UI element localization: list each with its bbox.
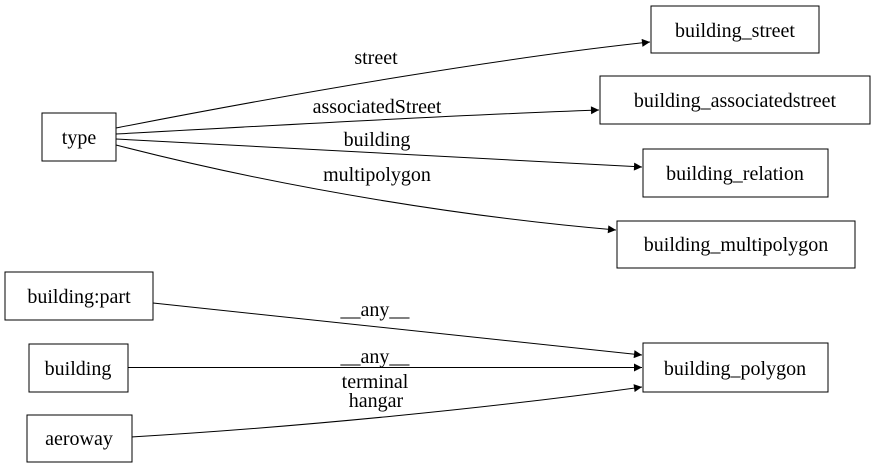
edge-label-associatedstreet: associatedStreet: [313, 96, 442, 118]
node-building-associatedstreet: building_associatedstreet: [599, 75, 871, 125]
node-building-relation: building_relation: [642, 148, 829, 198]
node-building-street-box: [650, 5, 820, 54]
node-aeroway-box: [26, 414, 133, 463]
node-building-associatedstreet-label: building_associatedstreet: [634, 90, 837, 112]
edge-type-to-building-relation: [115, 138, 643, 171]
node-type: type: [41, 112, 117, 162]
node-building-multipolygon-box: [616, 220, 856, 269]
node-building-box: [28, 343, 129, 393]
node-building: building: [28, 343, 129, 393]
node-building-relation-label: building_relation: [666, 163, 804, 185]
edge-label-multipolygon: multipolygon: [323, 164, 431, 186]
node-building-multipolygon-label: building_multipolygon: [644, 234, 828, 256]
node-building-polygon-label: building_polygon: [664, 358, 806, 380]
node-building-street-label: building_street: [675, 20, 795, 42]
node-building-part: building:part: [4, 271, 154, 321]
node-aeroway: aeroway: [26, 414, 133, 463]
edge-group: [115, 38, 651, 438]
node-building-part-box: [4, 271, 154, 321]
node-building-relation-box: [642, 148, 829, 198]
edge-label-terminal: terminal: [342, 371, 409, 393]
edge-aeroway-to-building-polygon: [130, 384, 643, 438]
edge-type-to-building-street: [115, 38, 651, 129]
edge-type-to-building-multipolygon: [115, 144, 617, 234]
node-building-street: building_street: [650, 5, 820, 54]
node-building-polygon: building_polygon: [642, 342, 829, 393]
edge-label-any-2: __any__: [340, 346, 411, 368]
node-building-part-label: building:part: [27, 286, 131, 308]
edge-label-hangar: hangar: [349, 390, 404, 412]
edge-type-to-building-associatedstreet: [115, 106, 600, 135]
edge-label-street: street: [354, 47, 398, 69]
edge-label-building: building: [344, 129, 411, 151]
edge-buildingpart-to-building-polygon: [152, 302, 643, 359]
node-group: type building_street building_associated…: [4, 5, 871, 463]
node-building-multipolygon: building_multipolygon: [616, 220, 856, 269]
node-building-label: building: [45, 358, 112, 380]
edge-label-any-1: __any__: [340, 299, 411, 321]
node-type-box: [41, 112, 117, 162]
node-aeroway-label: aeroway: [45, 428, 113, 450]
node-type-label: type: [62, 127, 97, 149]
edge-label-group: street associatedStreet building multipo…: [313, 47, 442, 412]
node-building-polygon-box: [642, 342, 829, 393]
node-building-associatedstreet-box: [599, 75, 871, 125]
